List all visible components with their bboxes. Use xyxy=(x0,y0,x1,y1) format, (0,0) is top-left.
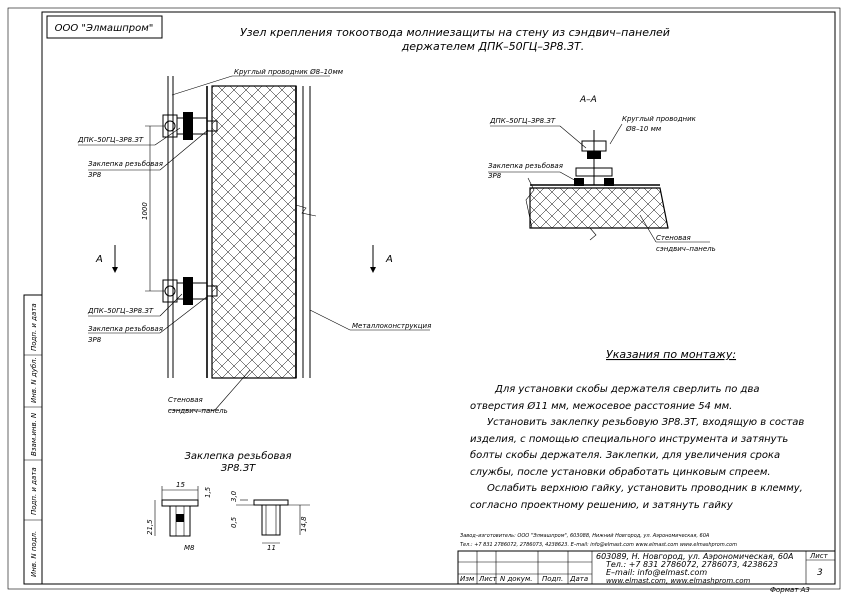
tb-phone: Тел.: +7 831 2786072, 2786073, 4238623 xyxy=(606,560,778,569)
dim-1-5: 1,5 xyxy=(204,486,212,498)
instruction-line-5: болты скобы держателя. Заклепки, для уве… xyxy=(470,449,780,461)
instructions-heading: Указания по монтажу: xyxy=(606,348,736,361)
stamp-field-2: Подп. и дата xyxy=(30,467,38,515)
section-label-conductor-2: Ø8–10 мм xyxy=(625,125,662,133)
instruction-line-2: отверстия Ø11 мм, межосевое расстояние 5… xyxy=(470,400,732,412)
label-rivet-top-2: ЗР8 xyxy=(88,171,102,179)
instruction-line-4: изделия, с помощью специального инструме… xyxy=(470,434,788,445)
drawing-title-line1: Узел крепления токоотвода молниезащиты н… xyxy=(240,26,670,39)
tb-email: E–mail: info@elmast.com xyxy=(606,568,707,577)
instruction-line-8: согласно проектному решению, и затянуть … xyxy=(470,500,734,511)
instruction-line-1: Для установки скобы держателя сверлить п… xyxy=(494,383,760,395)
section-label-rivet-1: Заклепка резьбовая xyxy=(488,162,563,170)
tb-sheet-number: 3 xyxy=(817,568,823,578)
inner-frame xyxy=(41,11,836,585)
tb-col-sign: Подп. xyxy=(542,575,563,583)
holder-top xyxy=(162,112,218,140)
label-rivet-bottom-1: Заклепка резьбовая xyxy=(88,325,163,333)
label-rivet-bottom-2: ЗР8 xyxy=(88,336,102,344)
rivet-detail: Заклепка резьбовая ЗР8.ЗТ 15 1,5 21,5 M8… xyxy=(146,450,310,552)
stamp-field-4: Инв. N дубл. xyxy=(30,357,38,403)
instructions: Указания по монтажу: Для установки скобы… xyxy=(470,348,804,511)
rivet-title-1: Заклепка резьбовая xyxy=(184,450,291,462)
section-label-panel-1: Стеновая xyxy=(656,234,691,242)
section-label-holder: ДПК–50ГЦ–ЗР8.ЗТ xyxy=(489,117,556,125)
label-holder-top: ДПК–50ГЦ–ЗР8.ЗТ xyxy=(77,136,144,144)
dim-11: 11 xyxy=(267,544,276,552)
label-panel-1: Стеновая xyxy=(168,396,203,404)
instruction-line-6: службы, после установки обработать цинко… xyxy=(470,466,771,478)
label-conductor: Круглый проводник Ø8–10мм xyxy=(234,68,344,76)
section-label-conductor-1: Круглый проводник xyxy=(622,115,697,123)
title-block: Изм Лист N докум. Подп. Дата 603089, Н. … xyxy=(457,550,836,585)
tb-col-list: Лист xyxy=(478,575,498,583)
section-mark-right: А xyxy=(385,254,393,265)
left-stamp: Инв. N подл. Подп. и дата Взам.инв. N Ин… xyxy=(23,294,43,585)
outer-frame xyxy=(7,7,841,590)
dim-spacing: 1000 xyxy=(141,202,149,220)
label-rivet-top-1: Заклепка резьбовая xyxy=(88,160,163,168)
main-view: 1000 А А Круглый проводник Ø8–10мм ДПК–5… xyxy=(77,68,431,415)
company-stamp: ООО "Элмашпром" xyxy=(55,23,154,34)
section-title: А–А xyxy=(579,95,597,105)
dim-14-8: 14,8 xyxy=(300,516,308,532)
holder-bottom xyxy=(162,277,218,305)
section-panel xyxy=(529,187,669,229)
stamp-field-1: Инв. N подл. xyxy=(30,531,38,577)
dim-3-0: 3,0 xyxy=(230,490,238,502)
drawing-title-line2: держателем ДПК–50ГЦ–ЗР8.ЗТ. xyxy=(401,40,585,53)
stamp-field-3: Взам.инв. N xyxy=(30,412,38,456)
label-holder-bottom: ДПК–50ГЦ–ЗР8.ЗТ xyxy=(87,307,154,315)
tb-col-doc: N докум. xyxy=(500,575,532,583)
tb-sheet-label: Лист xyxy=(809,552,829,560)
section-label-rivet-2: ЗР8 xyxy=(488,172,502,180)
tb-col-izm: Изм xyxy=(460,575,475,583)
tb-web: www.elmast.com, www.elmashprom.com xyxy=(606,577,751,585)
section-label-panel-2: сэндвич–панель xyxy=(656,245,716,253)
tb-address: 603089, Н. Новгород, ул. Аэрономическая,… xyxy=(596,552,794,561)
dim-15: 15 xyxy=(176,481,185,489)
format-label: Формат А3 xyxy=(770,586,810,594)
dim-21-5: 21,5 xyxy=(146,519,154,535)
company-stamp-box xyxy=(46,15,163,39)
rivet-title-2: ЗР8.ЗТ xyxy=(221,463,256,474)
label-panel-2: сэндвич–панель xyxy=(168,407,228,415)
dim-0-5: 0,5 xyxy=(230,516,238,528)
section-view: А–А ДПК–50ГЦ–ЗР8.ЗТ Круглый проводник Ø8… xyxy=(488,95,716,253)
dim-m8: M8 xyxy=(184,544,195,552)
tb-col-date: Дата xyxy=(569,575,588,583)
instruction-line-7: Ослабить верхнюю гайку, установить прово… xyxy=(487,482,803,494)
label-metal-structure: Металлоконструкция xyxy=(352,322,431,330)
stamp-field-5: Подп. и дата xyxy=(30,303,38,351)
manufacturer-line-1: Завод–изготовитель: ООО "Элмашпром", 603… xyxy=(460,533,710,539)
section-mark-left: А xyxy=(95,254,103,265)
manufacturer-line-2: Тел.: +7 831 2786072, 2786073, 4238623. … xyxy=(460,542,737,548)
instruction-line-3: Установить заклепку резьбовую ЗР8.ЗТ, вх… xyxy=(487,416,804,428)
sandwich-panel xyxy=(211,85,297,379)
